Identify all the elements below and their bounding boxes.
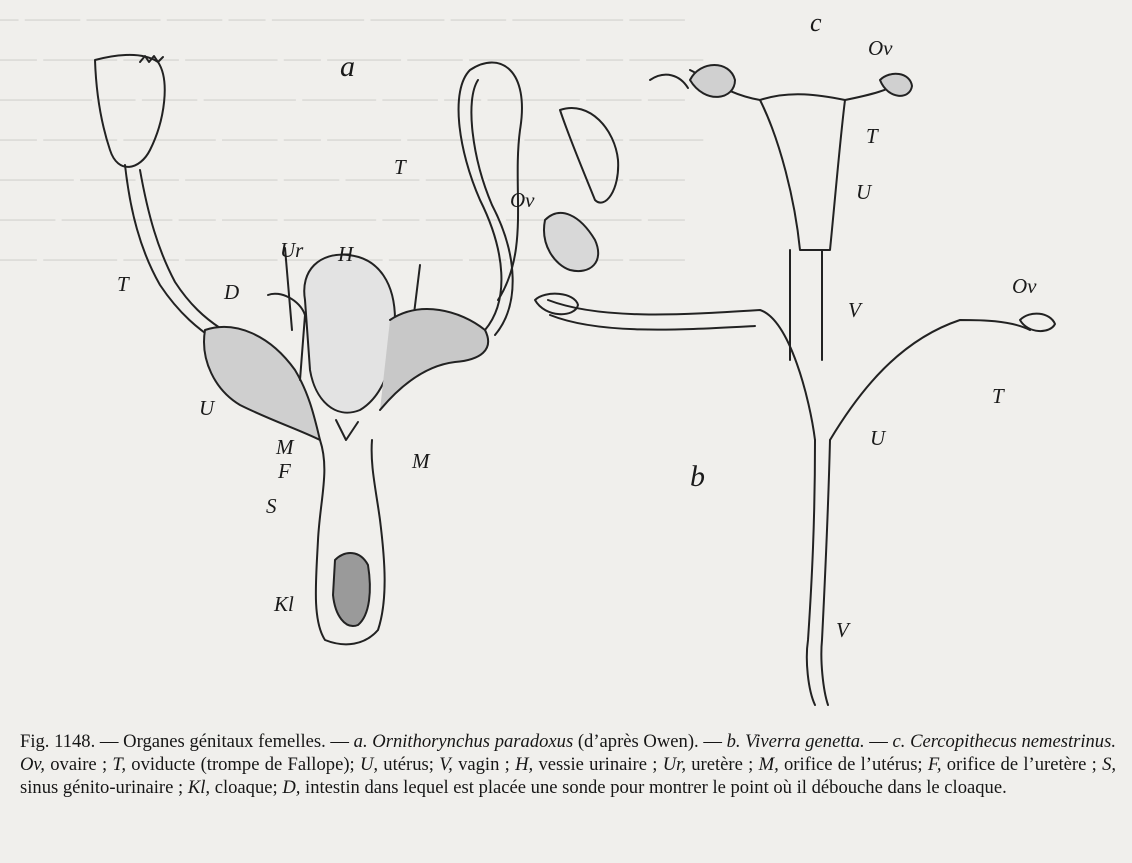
caption-key-u: U, (360, 754, 378, 775)
label-a-m-left: M (276, 437, 294, 458)
caption-a-label: a. (354, 731, 368, 752)
b-left-horn (548, 300, 815, 440)
caption-key-s: S, (1102, 754, 1116, 775)
caption-dash: — (865, 731, 893, 752)
b-vagina (807, 440, 815, 705)
caption-key-kl: Kl, (188, 777, 210, 798)
caption-fig-number: Fig. 1148. (20, 731, 95, 752)
caption-key-f: F, (928, 754, 942, 775)
label-a-d: D (224, 282, 239, 303)
caption-c-species: Cercopithecus nemestrinus. (905, 731, 1116, 752)
caption-text-ov: ovaire ; (45, 754, 112, 775)
a-left-infundibulum (95, 55, 165, 167)
caption-text-u: utérus; (378, 754, 439, 775)
caption-text-ur: uretère ; (686, 754, 759, 775)
figure-caption: Fig. 1148. — Organes génitaux femelles. … (20, 730, 1116, 800)
caption-text-h: vessie urinaire ; (533, 754, 663, 775)
label-a-t-right: T (394, 157, 406, 178)
caption-key-m: M, (759, 754, 779, 775)
caption-b-species: Viverra genetta. (741, 731, 865, 752)
label-a-u: U (199, 398, 214, 419)
c-left-ovary (690, 65, 735, 97)
label-a-ov: Ov (510, 190, 535, 211)
label-b-u: U (870, 428, 885, 449)
label-a-ur: Ur (280, 240, 303, 261)
caption-text-s: sinus génito-urinaire ; (20, 777, 188, 798)
label-b-ov: Ov (1012, 276, 1037, 297)
label-c-t: T (866, 126, 878, 147)
label-b-t: T (992, 386, 1004, 407)
caption-key-h: H, (515, 754, 533, 775)
label-a-f: F (278, 461, 291, 482)
label-a-h: H (338, 244, 353, 265)
caption-key-ur: Ur, (663, 754, 686, 775)
label-a-s: S (266, 496, 277, 517)
caption-text-m: orifice de l’utérus; (779, 754, 928, 775)
anatomical-figure (0, 0, 1132, 725)
label-b-v: V (836, 620, 849, 641)
a-right-infundibulum (560, 108, 618, 203)
c-uterus (760, 94, 845, 250)
a-cloaca (333, 553, 370, 626)
caption-key-v: V, (439, 754, 453, 775)
label-c-v: V (848, 300, 861, 321)
a-right-uterus (380, 309, 488, 410)
caption-text-t: oviducte (trompe de Fallope); (126, 754, 360, 775)
b-right-horn (830, 320, 1030, 440)
caption-a-source: (d’après Owen). — (573, 731, 726, 752)
caption-b-label: b. (727, 731, 741, 752)
c-right-ovary (880, 74, 912, 96)
a-right-ovary (544, 213, 598, 271)
label-a-m-right: M (412, 451, 430, 472)
caption-text-d: intestin dans lequel est placée une sond… (300, 777, 1006, 798)
caption-text-v: vagin ; (453, 754, 515, 775)
caption-c-label: c. (893, 731, 906, 752)
label-a-t: T (117, 274, 129, 295)
panel-label-c: c (810, 10, 822, 36)
caption-key-ov: Ov, (20, 754, 45, 775)
label-c-ov: Ov (868, 38, 893, 59)
panel-label-a: a (340, 52, 355, 82)
label-c-u: U (856, 182, 871, 203)
caption-text-f: orifice de l’uretère ; (941, 754, 1102, 775)
a-bladder (304, 255, 395, 413)
caption-key-t: T, (112, 754, 126, 775)
caption-key-d: D, (282, 777, 300, 798)
panel-label-b: b (690, 462, 705, 492)
label-a-kl: Kl (274, 594, 294, 615)
caption-a-species: Ornithorynchus paradoxus (368, 731, 574, 752)
caption-text-kl: cloaque; (210, 777, 282, 798)
caption-title: — Organes génitaux femelles. — (95, 731, 353, 752)
